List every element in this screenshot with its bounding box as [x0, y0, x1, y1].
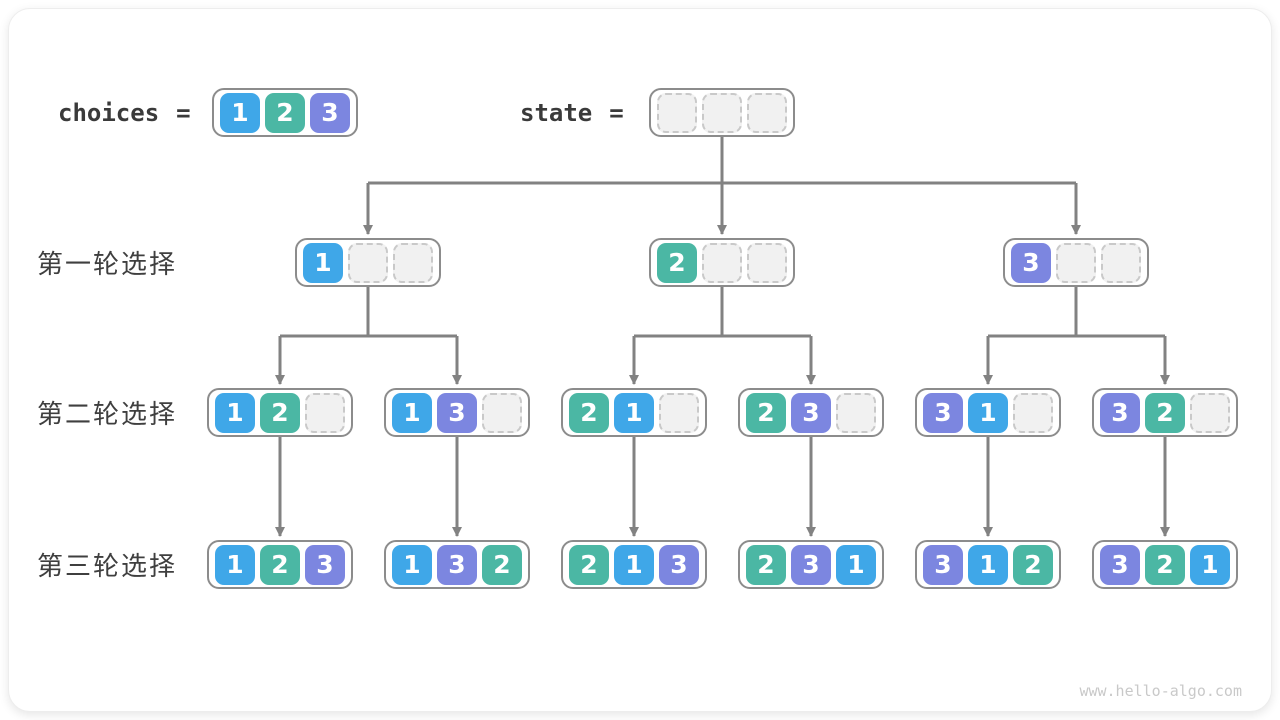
empty-cell — [747, 92, 787, 133]
tree-node-round1-2: 2 — [649, 238, 795, 287]
value-cell-1: 1 — [220, 92, 260, 133]
value-cell-3: 3 — [1100, 392, 1140, 433]
empty-cell — [702, 92, 742, 133]
row-label-round-1: 第一轮选择 — [37, 249, 178, 279]
row-label-round-2: 第二轮选择 — [37, 399, 178, 429]
empty-cell — [836, 392, 876, 433]
tree-node-round1-3: 3 — [1003, 238, 1149, 287]
value-cell-2: 2 — [746, 392, 786, 433]
value-cell-2: 2 — [265, 92, 305, 133]
empty-cell — [1013, 392, 1053, 433]
value-cell-1: 1 — [968, 544, 1008, 585]
value-cell-1: 1 — [1190, 544, 1230, 585]
state-array-box — [649, 88, 795, 137]
value-cell-3: 3 — [1011, 242, 1051, 283]
value-cell-3: 3 — [437, 392, 477, 433]
value-cell-3: 3 — [437, 544, 477, 585]
empty-cell — [1101, 242, 1141, 283]
tree-node-round1-1: 1 — [295, 238, 441, 287]
value-cell-1: 1 — [968, 392, 1008, 433]
value-cell-1: 1 — [614, 392, 654, 433]
empty-cell — [659, 392, 699, 433]
equals-sign: = — [176, 98, 191, 127]
state-label-group: state = — [520, 88, 624, 137]
value-cell-1: 1 — [303, 242, 343, 283]
value-cell-1: 1 — [215, 544, 255, 585]
value-cell-2: 2 — [260, 392, 300, 433]
empty-cell — [747, 242, 787, 283]
empty-cell — [482, 392, 522, 433]
watermark: www.hello-algo.com — [1079, 682, 1242, 700]
value-cell-1: 1 — [215, 392, 255, 433]
value-cell-3: 3 — [923, 392, 963, 433]
value-cell-2: 2 — [1145, 544, 1185, 585]
value-cell-3: 3 — [791, 544, 831, 585]
empty-cell — [1056, 242, 1096, 283]
value-cell-2: 2 — [569, 544, 609, 585]
row-label-round-3: 第三轮选择 — [37, 551, 178, 581]
value-cell-3: 3 — [1100, 544, 1140, 585]
empty-cell — [348, 242, 388, 283]
value-cell-1: 1 — [614, 544, 654, 585]
value-cell-2: 2 — [657, 242, 697, 283]
value-cell-1: 1 — [836, 544, 876, 585]
empty-cell — [1190, 392, 1230, 433]
equals-sign: = — [609, 98, 624, 127]
choices-label-group: choices = — [58, 88, 191, 137]
value-cell-3: 3 — [923, 544, 963, 585]
empty-cell — [393, 242, 433, 283]
value-cell-2: 2 — [569, 392, 609, 433]
value-cell-2: 2 — [482, 544, 522, 585]
value-cell-1: 1 — [392, 544, 432, 585]
value-cell-3: 3 — [310, 92, 350, 133]
empty-cell — [657, 92, 697, 133]
value-cell-2: 2 — [746, 544, 786, 585]
choices-label: choices — [58, 98, 160, 127]
value-cell-3: 3 — [659, 544, 699, 585]
value-cell-1: 1 — [392, 392, 432, 433]
state-label: state — [520, 98, 593, 127]
empty-cell — [702, 242, 742, 283]
value-cell-2: 2 — [1013, 544, 1053, 585]
empty-cell — [305, 392, 345, 433]
value-cell-3: 3 — [791, 392, 831, 433]
value-cell-2: 2 — [260, 544, 300, 585]
value-cell-2: 2 — [1145, 392, 1185, 433]
value-cell-3: 3 — [305, 544, 345, 585]
